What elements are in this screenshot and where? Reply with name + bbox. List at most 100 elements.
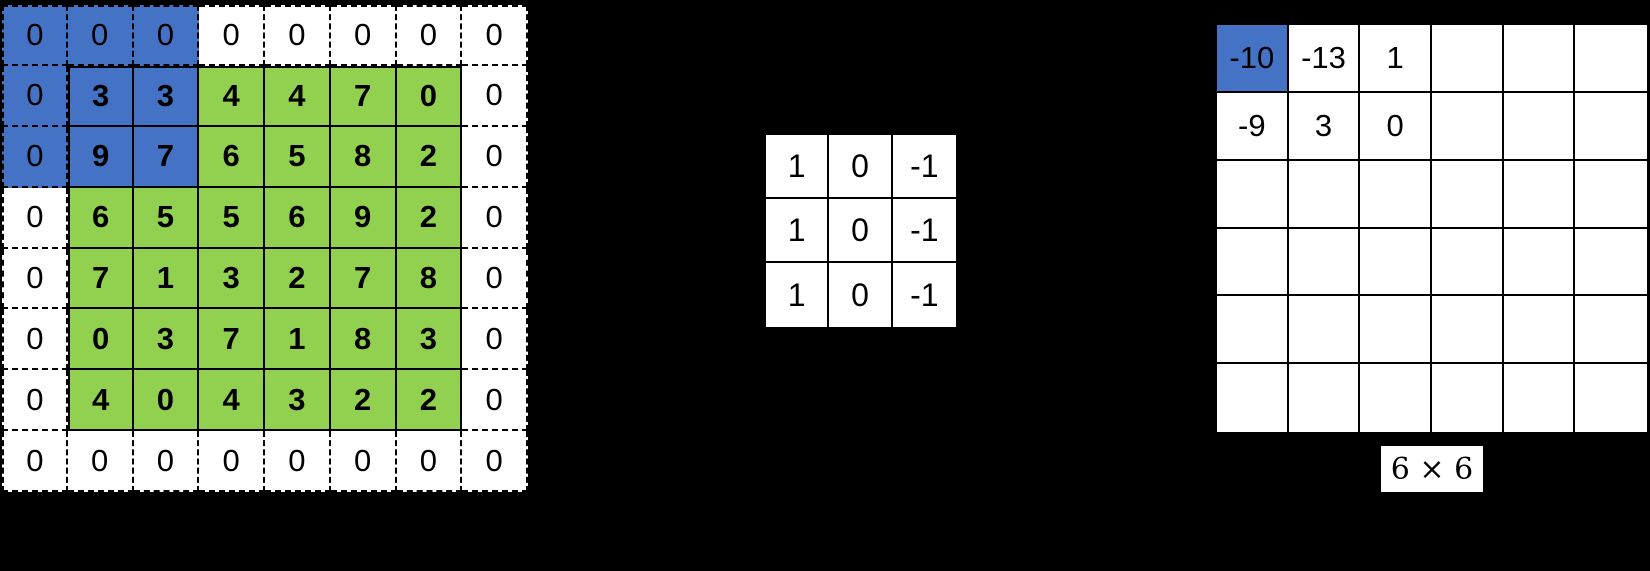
input-image-cell: 2 [396, 370, 463, 432]
output-cell: -9 [1217, 92, 1289, 161]
input-image-cell: 6 [265, 187, 331, 249]
output-cell [1503, 160, 1576, 229]
output-cell [1431, 92, 1504, 161]
input-padding-cell: 0 [330, 5, 397, 66]
input-image-cell: 8 [330, 309, 397, 371]
output-cell [1503, 92, 1576, 161]
output-cell [1575, 160, 1647, 229]
input-padding-cell: 0 [67, 5, 134, 66]
input-image-cell: 2 [396, 126, 463, 188]
input-padding-cell: 0 [133, 5, 200, 66]
input-padding-cell: 0 [2, 248, 68, 310]
output-cell [1217, 364, 1289, 432]
input-image-cell: 8 [396, 248, 463, 310]
input-padding-cell: 0 [2, 370, 68, 432]
kernel-cell: 0 [829, 263, 893, 327]
input-padding-cell: 0 [2, 126, 68, 188]
input-padding-cell: 0 [462, 65, 528, 127]
input-image-cell: 5 [133, 187, 200, 249]
output-cell [1575, 25, 1647, 93]
input-image-cell: 6 [67, 187, 134, 249]
input-image-cell: 5 [199, 187, 265, 249]
input-image-cell: 3 [133, 65, 200, 127]
input-padding-cell: 0 [462, 370, 528, 432]
input-image-cell: 7 [330, 248, 397, 310]
input-image-cell: 7 [199, 309, 265, 371]
input-padding-cell: 0 [2, 431, 68, 492]
input-image-cell: 4 [199, 65, 265, 127]
input-padding-cell: 0 [2, 5, 68, 66]
input-image-cell: 9 [330, 187, 397, 249]
output-cell [1288, 160, 1361, 229]
output-cell: 0 [1360, 92, 1432, 161]
input-image-cell: 4 [265, 65, 331, 127]
input-image-cell: 3 [265, 370, 331, 432]
output-cell [1431, 25, 1504, 93]
input-image-cell: 3 [133, 309, 200, 371]
input-image-cell: 7 [330, 65, 397, 127]
output-cell [1503, 364, 1576, 432]
output-cell [1575, 364, 1647, 432]
input-image-cell: 6 [199, 126, 265, 188]
output-cell [1431, 160, 1504, 229]
kernel-cell: -1 [892, 199, 956, 263]
kernel-cell: 0 [829, 199, 893, 263]
input-padding-cell: 0 [2, 65, 68, 127]
input-image-cell: 5 [265, 126, 331, 188]
input-image-cell: 4 [67, 370, 134, 432]
input-image-cell: 7 [67, 248, 134, 310]
input-padding-cell: 0 [265, 431, 331, 492]
input-padding-cell: 0 [133, 431, 200, 492]
input-image-cell: 4 [199, 370, 265, 432]
input-padding-cell: 0 [199, 431, 265, 492]
input-padding-cell: 0 [330, 431, 397, 492]
input-padding-cell: 0 [462, 431, 528, 492]
output-cell [1288, 296, 1361, 365]
output-cell [1360, 364, 1432, 432]
input-padding-cell: 0 [462, 309, 528, 371]
input-image-cell: 7 [133, 126, 200, 188]
input-padding-cell: 0 [462, 187, 528, 249]
output-cell [1503, 296, 1576, 365]
output-cell [1575, 296, 1647, 365]
input-image-cell: 9 [67, 126, 134, 188]
input-image-cell: 3 [396, 309, 463, 371]
input-padding-cell: 0 [199, 5, 265, 66]
input-padding-cell: 0 [396, 5, 463, 66]
output-size-label: 6 × 6 [1381, 446, 1483, 492]
input-image-cell: 8 [330, 126, 397, 188]
output-cell [1575, 92, 1647, 161]
kernel-cell: 1 [766, 135, 830, 199]
input-padding-cell: 0 [2, 187, 68, 249]
output-cell: 3 [1288, 92, 1361, 161]
output-cell [1288, 228, 1361, 297]
input-image-cell: 0 [133, 370, 200, 432]
output-cell: 1 [1360, 25, 1432, 93]
input-image-cell: 1 [265, 309, 331, 371]
output-cell: -10 [1217, 25, 1289, 93]
input-padding-cell: 0 [2, 309, 68, 371]
output-cell [1503, 228, 1576, 297]
output-cell [1288, 364, 1361, 432]
output-cell [1503, 25, 1576, 93]
input-padding-cell: 0 [265, 5, 331, 66]
output-cell [1217, 160, 1289, 229]
input-image-cell: 2 [265, 248, 331, 310]
output-cell [1217, 296, 1289, 365]
kernel-cell: 1 [766, 263, 830, 327]
output-cell [1360, 296, 1432, 365]
input-padding-cell: 0 [462, 126, 528, 188]
output-cell [1431, 228, 1504, 297]
output-cell [1360, 228, 1432, 297]
input-padding-cell: 0 [462, 248, 528, 310]
output-cell: -13 [1288, 25, 1361, 93]
input-image-cell: 3 [67, 65, 134, 127]
output-cell [1431, 364, 1504, 432]
kernel-cell: 1 [766, 199, 830, 263]
input-image-cell: 1 [133, 248, 200, 310]
input-image-cell: 3 [199, 248, 265, 310]
input-padding-cell: 0 [67, 431, 134, 492]
